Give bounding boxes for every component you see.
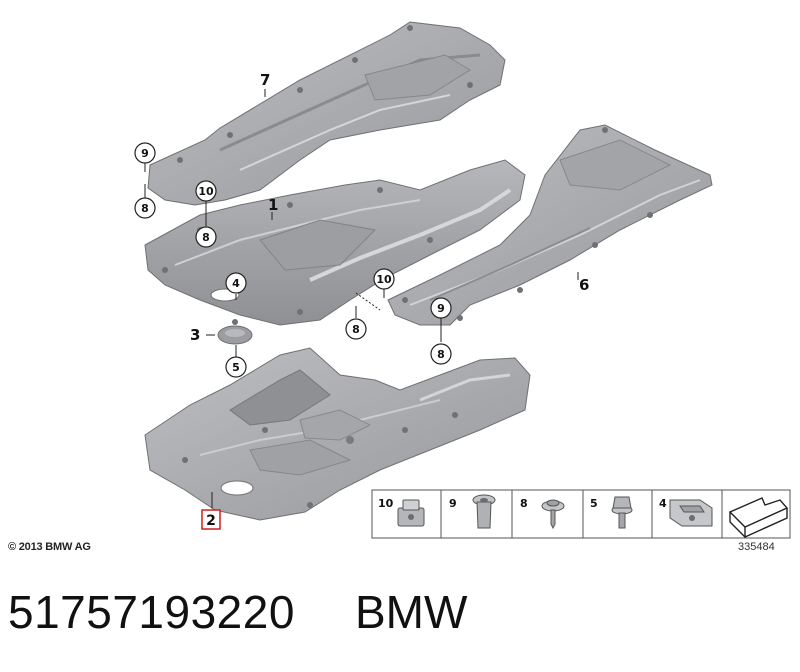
- svg-text:4: 4: [232, 277, 240, 290]
- callout-9-upper: 9: [134, 142, 156, 164]
- svg-text:10: 10: [198, 185, 214, 198]
- callout-9-right: 9: [430, 297, 452, 319]
- panel-part-6: [387, 124, 713, 326]
- callout-8-upper: 8: [134, 197, 156, 219]
- callout-5: 5: [225, 356, 247, 378]
- legend-item-5: 5: [590, 496, 633, 529]
- svg-text:8: 8: [520, 497, 528, 510]
- callout-8-right: 8: [430, 343, 452, 365]
- callout-4: 4: [225, 272, 247, 294]
- svg-text:5: 5: [232, 361, 240, 374]
- spring-nut-icon: [669, 499, 713, 527]
- svg-text:8: 8: [352, 323, 360, 336]
- fastener-legend: 10 9 8 5: [371, 489, 791, 539]
- forward-arrow-icon: [728, 497, 789, 538]
- screw-icon: [541, 499, 565, 530]
- legend-item-9: 9: [449, 494, 496, 529]
- leader-lines: [144, 89, 579, 508]
- svg-text:4: 4: [659, 497, 667, 510]
- clip-nut-icon: [397, 499, 425, 527]
- callout-10-center: 10: [373, 268, 395, 290]
- svg-text:10: 10: [376, 273, 392, 286]
- callout-3: 3: [190, 326, 200, 344]
- rivet-icon: [472, 494, 496, 529]
- callout-10-left: 10: [195, 180, 217, 202]
- cover-part-3: [217, 319, 253, 345]
- callout-1: 1: [268, 196, 278, 214]
- callout-6: 6: [579, 276, 589, 294]
- svg-text:8: 8: [437, 348, 445, 361]
- part-number-label: 51757193220: [8, 586, 295, 638]
- callout-8-left: 8: [195, 226, 217, 248]
- svg-text:5: 5: [590, 497, 598, 510]
- callout-2-highlighted[interactable]: 2: [201, 509, 221, 530]
- bolt-icon: [611, 496, 633, 529]
- legend-item-8: 8: [520, 497, 565, 530]
- diagram-id-label: 335484: [738, 541, 775, 553]
- svg-text:9: 9: [449, 497, 457, 510]
- svg-text:9: 9: [437, 302, 445, 315]
- svg-text:8: 8: [141, 202, 149, 215]
- callout-7: 7: [260, 71, 270, 89]
- legend-item-10: 10: [378, 497, 425, 527]
- brand-label: BMW: [355, 586, 468, 638]
- callout-8-center: 8: [345, 318, 367, 340]
- svg-text:2: 2: [206, 513, 216, 529]
- panel-part-2: [144, 347, 531, 521]
- svg-text:8: 8: [202, 231, 210, 244]
- svg-text:10: 10: [378, 497, 394, 510]
- legend-item-4: 4: [659, 497, 713, 527]
- svg-text:9: 9: [141, 147, 149, 160]
- panel-part-7: [147, 21, 506, 206]
- copyright-label: © 2013 BMW AG: [8, 541, 91, 553]
